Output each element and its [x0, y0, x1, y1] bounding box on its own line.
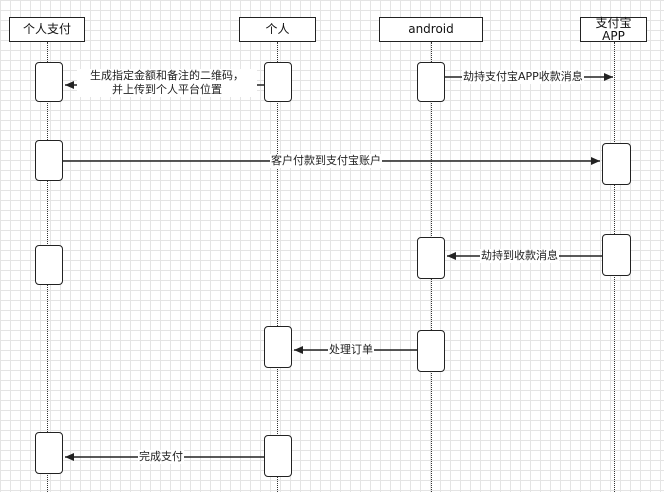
participant-label-line1: 支付宝	[595, 15, 632, 30]
message-label-m3: 客户付款到支付宝账户	[270, 154, 382, 168]
activation-android-2[interactable]	[417, 237, 445, 279]
activation-personal-pay-2[interactable]	[35, 140, 63, 181]
message-label-m5: 处理订单	[328, 343, 374, 357]
activation-person-2[interactable]	[264, 326, 292, 368]
activation-alipay-2[interactable]	[602, 234, 631, 276]
activation-person-1[interactable]	[264, 62, 292, 102]
activation-android-3[interactable]	[417, 330, 445, 372]
participant-label: 个人支付	[22, 22, 71, 36]
message-label-line2: 并上传到个人平台位置	[77, 83, 257, 97]
participant-android[interactable]: android	[379, 17, 483, 42]
message-label-m6: 完成支付	[138, 450, 184, 464]
lifeline-person	[277, 42, 278, 492]
activation-person-3[interactable]	[264, 435, 292, 477]
message-label-line1: 生成指定金额和备注的二维码，	[77, 69, 257, 83]
message-label-m1: 生成指定金额和备注的二维码， 并上传到个人平台位置	[76, 69, 258, 97]
participant-label: android	[408, 22, 454, 36]
message-label-m4: 劫持到收款消息	[480, 249, 559, 263]
activation-alipay-1[interactable]	[602, 143, 631, 185]
message-label-m2: 劫持支付宝APP收款消息	[462, 70, 584, 84]
participant-label-line2: APP	[602, 28, 625, 43]
participant-label: 个人	[265, 22, 290, 36]
activation-personal-pay-1[interactable]	[35, 62, 63, 102]
participant-alipay[interactable]: 支付宝 APP	[580, 15, 647, 43]
activation-personal-pay-3[interactable]	[35, 245, 63, 285]
activation-personal-pay-4[interactable]	[35, 432, 63, 474]
participant-personal-pay[interactable]: 个人支付	[9, 17, 85, 42]
activation-android-1[interactable]	[417, 62, 445, 102]
participant-person[interactable]: 个人	[239, 17, 316, 42]
